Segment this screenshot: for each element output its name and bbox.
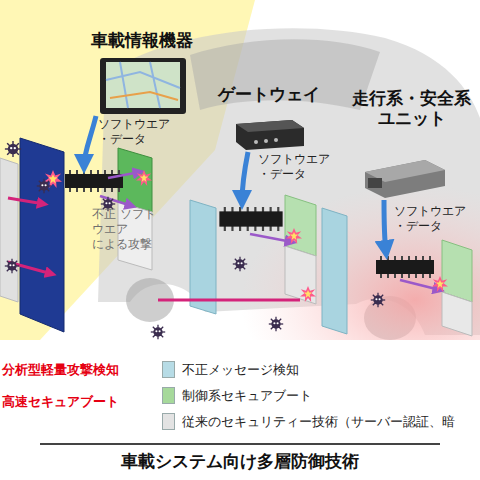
navigation-device	[100, 58, 186, 114]
attack-label: 不正 ソフト ウエア による攻撃	[92, 207, 160, 252]
device-heading: 走行系・安全系 ユニット	[343, 88, 480, 129]
virus-icon	[5, 259, 19, 273]
conventional-panel	[442, 292, 472, 336]
chip-symbol	[65, 170, 123, 192]
legend-swatch	[162, 361, 175, 378]
message-detection-panel	[322, 208, 347, 334]
device-node: ゲートウェイ	[202, 84, 336, 150]
data-label: ソフトウエア ・データ	[98, 117, 178, 147]
legend-text: 高速セキュアブート	[2, 394, 119, 411]
legend-text: 不正メッセージ検知	[182, 362, 299, 379]
legend-background	[0, 340, 480, 480]
burst-symbol	[136, 170, 152, 186]
ecu-device	[365, 160, 445, 198]
virus-icon	[37, 179, 51, 193]
diagram-title: 車載システム向け多層防御技術	[0, 450, 480, 473]
legend-text: 分析型軽量攻撃検知	[2, 362, 119, 379]
conventional-panel	[0, 158, 18, 302]
chip-symbol	[376, 256, 434, 278]
conventional-panel	[285, 246, 316, 304]
secure-boot-panel	[285, 195, 316, 256]
car-window	[190, 39, 380, 110]
virus-icon	[371, 293, 385, 307]
virus-icon	[5, 141, 21, 157]
secure-boot-panel	[442, 240, 472, 302]
device-heading: ゲートウェイ	[202, 84, 336, 104]
attack-arrow	[250, 234, 292, 242]
data-arrow	[84, 116, 96, 166]
attack-line	[158, 299, 300, 302]
virus-icon	[233, 257, 247, 271]
attack-detection-panel	[20, 138, 64, 332]
gateway-device	[236, 120, 304, 150]
device-node: 走行系・安全系 ユニット	[343, 88, 480, 198]
attack-arrow	[8, 198, 44, 204]
legend-text: 従来のセキュリティー技術（サーバー認証、暗	[182, 414, 455, 431]
burst-symbol	[432, 276, 448, 292]
message-detection-panel	[190, 200, 216, 314]
device-node: 車載情報機器	[68, 30, 216, 116]
attack-arrow	[108, 172, 140, 178]
burst-symbol	[300, 286, 316, 302]
virus-icon	[269, 317, 283, 331]
legend-swatch	[162, 387, 175, 404]
chip-symbol	[219, 207, 282, 231]
divider-line	[40, 443, 440, 445]
burst-symbol	[286, 228, 302, 244]
legend-swatch	[162, 413, 175, 430]
data-arrow	[242, 152, 248, 202]
data-label: ソフトウエア ・データ	[394, 204, 474, 234]
device-heading: 車載情報機器	[68, 30, 216, 50]
legend-text: 制御系セキュアブート	[182, 388, 312, 405]
data-label: ソフトウエア ・データ	[258, 152, 338, 182]
virus-icon	[151, 325, 165, 339]
data-arrow	[384, 200, 386, 252]
